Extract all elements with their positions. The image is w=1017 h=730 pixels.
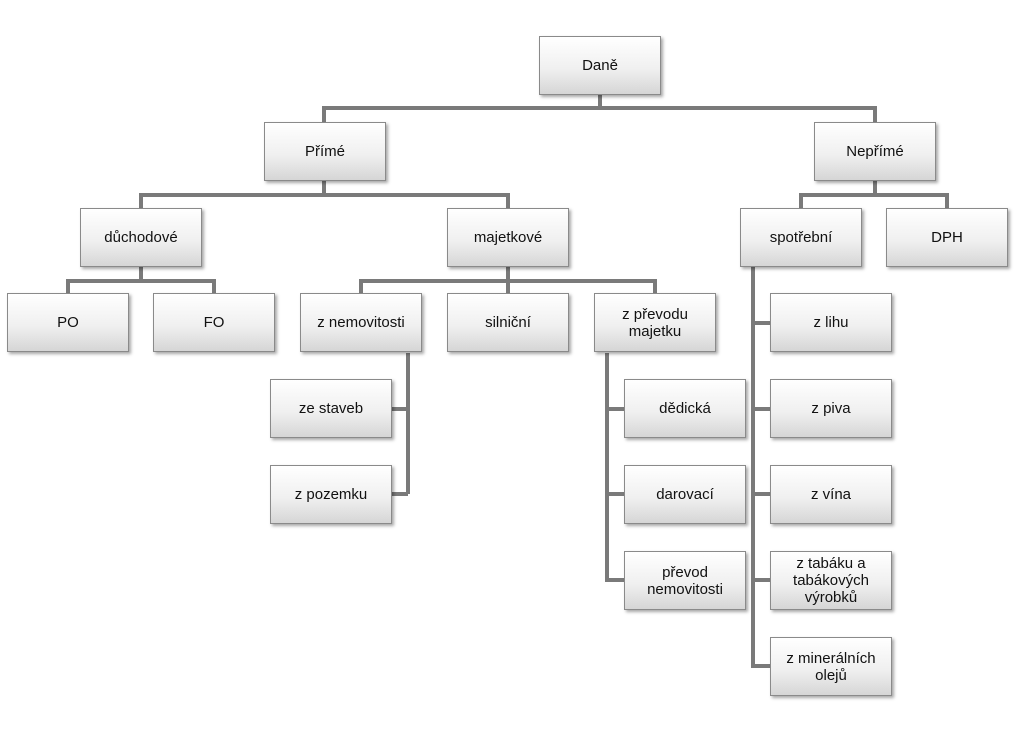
link-majetkove [359, 267, 657, 293]
node-neprime: Nepřímé [814, 122, 936, 181]
node-dedicka: dědická [624, 379, 746, 438]
node-darovaci: darovací [624, 465, 746, 524]
node-fo: FO [153, 293, 275, 352]
link-neprime [799, 181, 949, 208]
node-majetkove: majetkové [447, 208, 569, 267]
node-z-vina: z vína [770, 465, 892, 524]
link-root [322, 95, 877, 122]
node-dane: Daně [539, 36, 661, 95]
node-z-mineralnich-oleju: z minerálních olejů [770, 637, 892, 696]
node-po: PO [7, 293, 129, 352]
node-z-tabaku: z tabáku a tabákových výrobků [770, 551, 892, 610]
node-z-nemovitosti: z nemovitosti [300, 293, 422, 352]
node-z-pozemku: z pozemku [270, 465, 392, 524]
node-silnicni: silniční [447, 293, 569, 352]
node-prime: Přímé [264, 122, 386, 181]
link-spotrebni [751, 267, 770, 668]
node-z-prevodu-majetku: z převodu majetku [594, 293, 716, 352]
node-dph: DPH [886, 208, 1008, 267]
node-z-piva: z piva [770, 379, 892, 438]
link-prime [139, 181, 510, 208]
node-spotrebni: spotřební [740, 208, 862, 267]
node-ze-staveb: ze staveb [270, 379, 392, 438]
node-prevod-nemovitosti: převod nemovitosti [624, 551, 746, 610]
node-z-lihu: z lihu [770, 293, 892, 352]
link-z-nemovitosti [392, 353, 410, 496]
node-duchodove: důchodové [80, 208, 202, 267]
link-z-prevodu [605, 353, 624, 582]
link-duchodove [66, 267, 216, 293]
